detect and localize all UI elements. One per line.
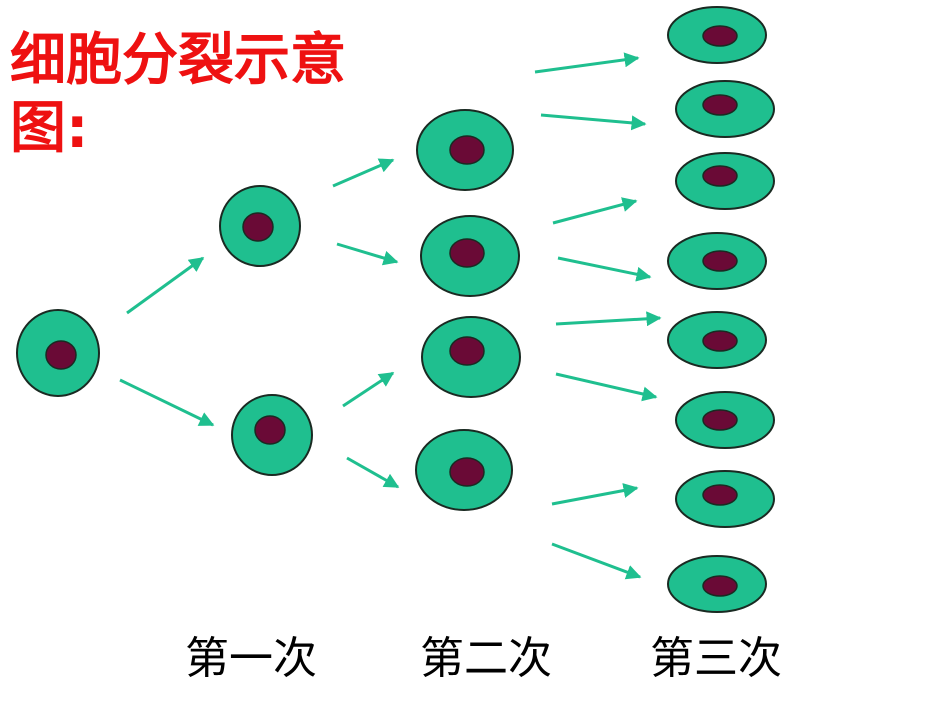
arrow bbox=[534, 52, 640, 74]
nucleus bbox=[449, 135, 485, 165]
arrows-division-2 bbox=[332, 158, 400, 489]
nucleus bbox=[449, 336, 485, 366]
generation-label-1: 第一次 bbox=[185, 633, 317, 684]
nucleus bbox=[254, 415, 286, 445]
arrow bbox=[119, 378, 215, 427]
arrow bbox=[557, 256, 652, 282]
cell bbox=[415, 429, 513, 511]
nucleus bbox=[242, 212, 274, 242]
generation-label-3: 第三次 bbox=[650, 633, 782, 684]
nucleus bbox=[702, 94, 738, 116]
nucleus bbox=[702, 250, 738, 272]
cell bbox=[675, 152, 775, 210]
diagram-title-line-1: 细胞分裂示意 bbox=[10, 28, 346, 93]
arrow bbox=[555, 311, 662, 327]
parent-cell bbox=[16, 309, 100, 397]
cell bbox=[675, 391, 775, 449]
diagram-title-line-2: 图: bbox=[10, 96, 89, 161]
nucleus bbox=[702, 165, 738, 187]
nucleus bbox=[449, 238, 485, 268]
cell bbox=[667, 555, 767, 613]
generation-1-cells bbox=[219, 185, 313, 476]
arrow bbox=[552, 197, 638, 225]
nucleus bbox=[702, 484, 738, 506]
arrow bbox=[342, 371, 395, 408]
cell bbox=[231, 394, 313, 476]
arrow bbox=[551, 542, 642, 580]
cell bbox=[667, 6, 767, 64]
nucleus bbox=[702, 575, 738, 597]
arrows-division-3 bbox=[534, 52, 662, 580]
cell bbox=[219, 185, 301, 267]
cell bbox=[420, 215, 520, 297]
generation-2-cells bbox=[415, 109, 521, 511]
cell bbox=[421, 316, 521, 398]
arrows-division-1 bbox=[119, 256, 215, 427]
nucleus bbox=[449, 457, 485, 487]
cell bbox=[667, 311, 767, 369]
cell bbox=[675, 80, 775, 138]
nucleus bbox=[702, 409, 738, 431]
cell bbox=[675, 470, 775, 528]
nucleus bbox=[702, 330, 738, 352]
generation-3-cells bbox=[667, 6, 775, 613]
arrow bbox=[555, 372, 658, 402]
arrow bbox=[332, 158, 395, 188]
arrow bbox=[126, 256, 205, 315]
arrow bbox=[551, 483, 639, 506]
nucleus bbox=[702, 25, 738, 47]
nucleus bbox=[45, 340, 77, 370]
arrow bbox=[346, 456, 400, 489]
cell bbox=[667, 232, 767, 290]
arrow bbox=[336, 242, 399, 266]
arrow bbox=[540, 113, 647, 131]
generation-label-2: 第二次 bbox=[420, 633, 552, 684]
cell bbox=[416, 109, 514, 191]
